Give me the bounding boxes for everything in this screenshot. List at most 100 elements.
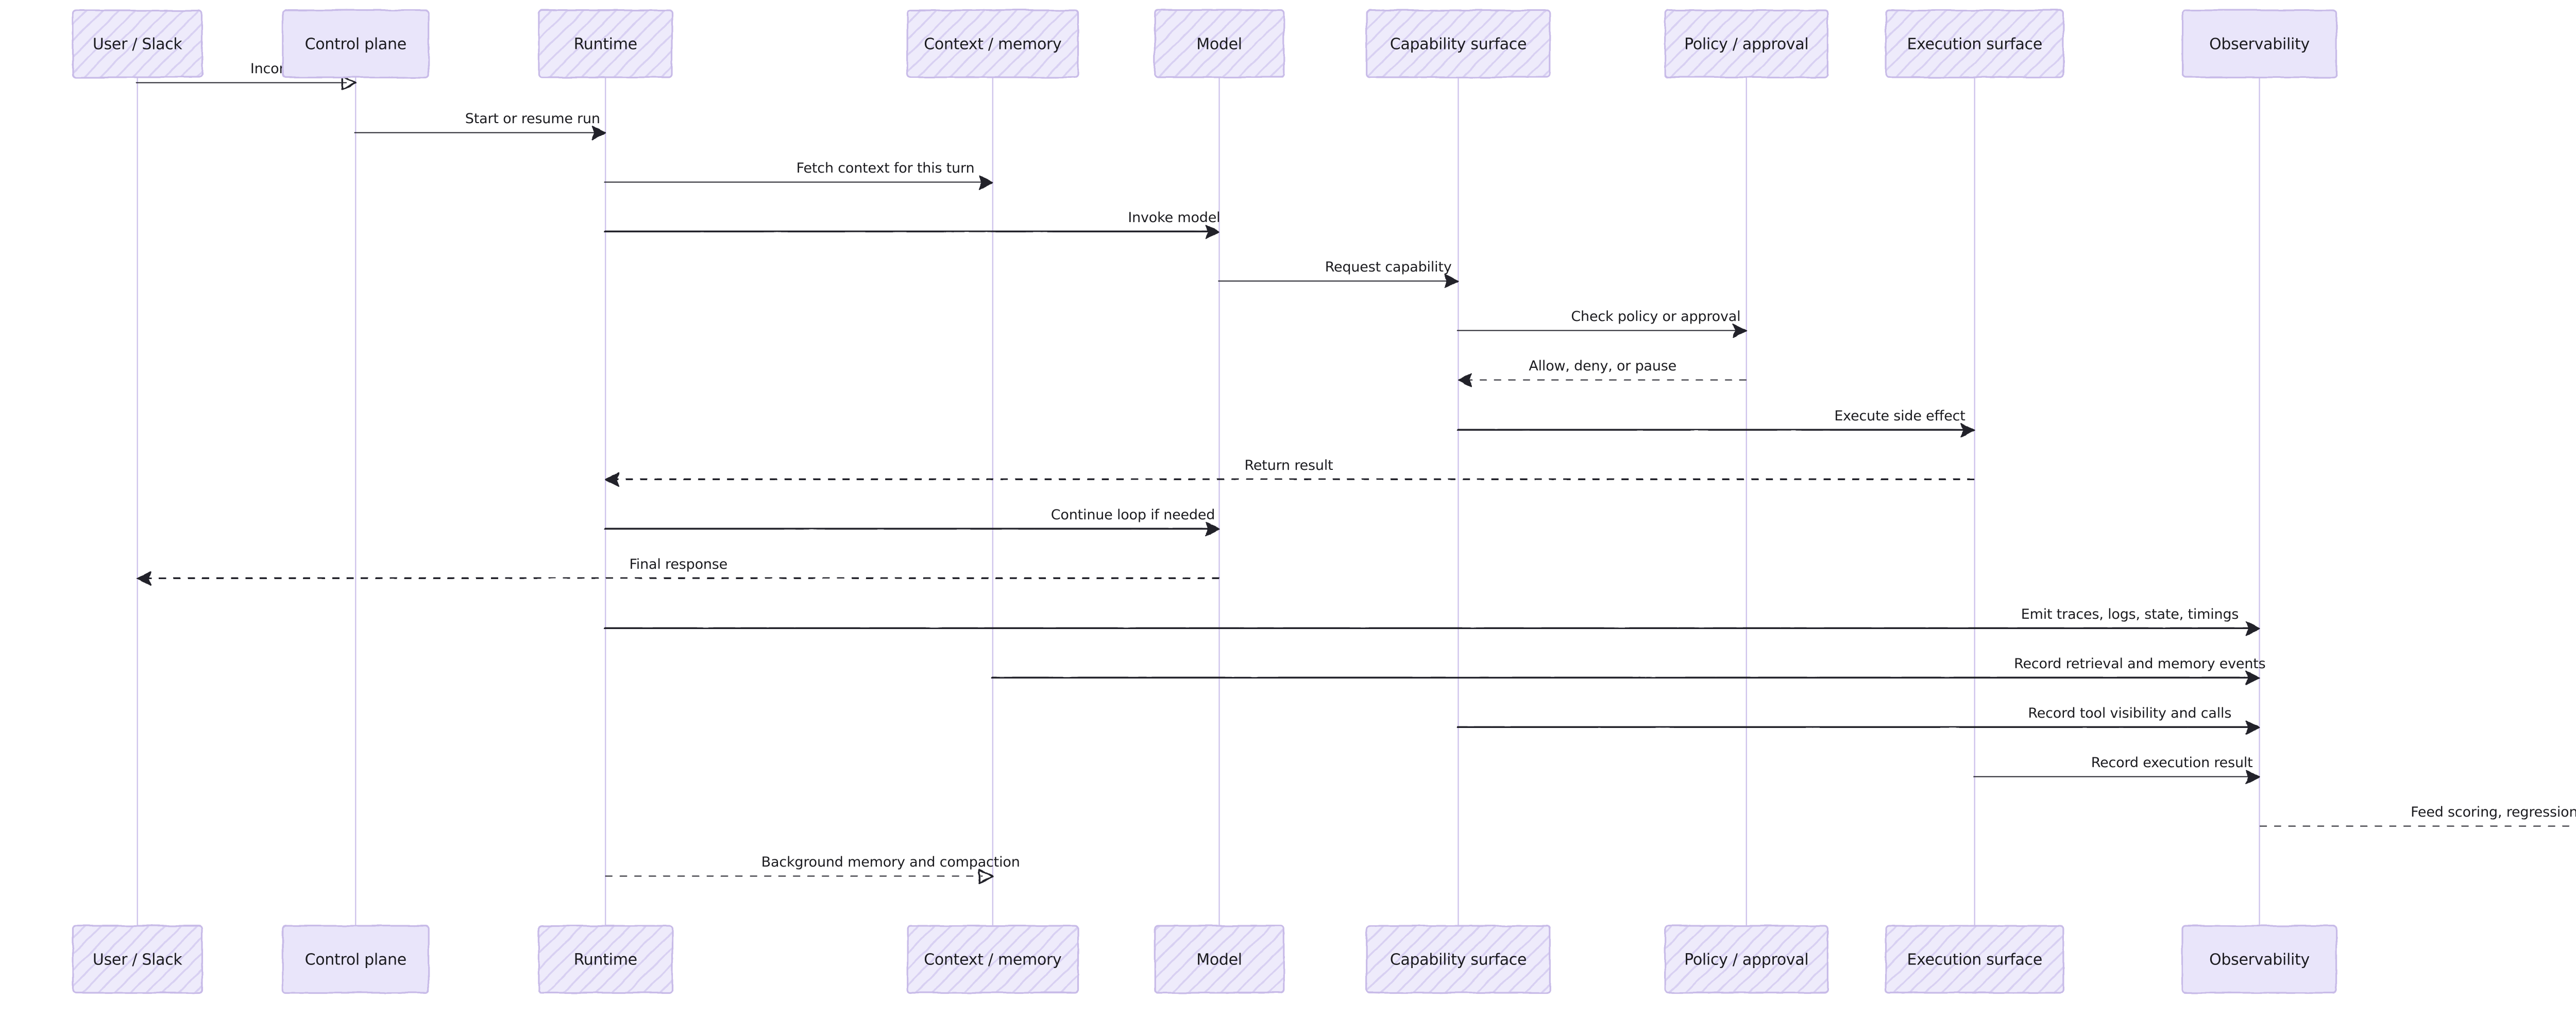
actor-box-shape: [538, 925, 673, 994]
actor-box-shape: [282, 925, 430, 994]
actor-label-capability: Capability surface: [1390, 951, 1527, 969]
message-14[interactable]: Record tool visibility and calls: [1456, 705, 2260, 735]
actor-box-runtime-bottom[interactable]: Runtime: [538, 925, 673, 994]
actor-box-execution-top[interactable]: Execution surface: [1885, 9, 2064, 78]
actor-box-shape: [538, 9, 673, 78]
actor-box-capability-bottom[interactable]: Capability surface: [1366, 925, 1551, 994]
actor-label-model: Model: [1196, 36, 1242, 54]
actor-box-context-top[interactable]: Context / memory: [906, 9, 1079, 78]
arrow-head-10: [1205, 522, 1220, 536]
actor-box-shape: [906, 9, 1079, 78]
message-label-3: Fetch context for this turn: [796, 160, 975, 176]
actor-box-shape: [1885, 925, 2064, 994]
message-line-13: [991, 675, 2251, 680]
actor-box-shape: [72, 9, 203, 78]
message-label-8: Execute side effect: [1834, 408, 1965, 424]
arrow-head-8: [1960, 423, 1975, 437]
actor-label-user: User / Slack: [93, 36, 183, 54]
actor-box-policy-bottom[interactable]: Policy / approval: [1664, 925, 1829, 994]
message-label-15: Record execution result: [2091, 755, 2253, 771]
actor-box-shape: [72, 925, 203, 994]
arrow-head-5: [1444, 274, 1459, 289]
message-label-12: Emit traces, logs, state, timings: [2021, 606, 2239, 622]
actor-box-context-bottom[interactable]: Context / memory: [906, 925, 1079, 994]
message-line-11: [147, 576, 1219, 580]
message-label-17: Background memory and compaction: [761, 854, 1020, 870]
actor-label-control: Control plane: [305, 951, 406, 969]
message-line-4: [604, 229, 1211, 233]
actor-label-runtime: Runtime: [574, 36, 637, 54]
actor-box-shape: [1366, 925, 1551, 994]
actor-box-model-bottom[interactable]: Model: [1154, 925, 1285, 994]
actor-box-shape: [1885, 9, 2064, 78]
arrow-head-3: [978, 175, 993, 190]
actor-box-observe-top[interactable]: Observability: [2181, 9, 2337, 78]
message-line-8: [1456, 428, 1966, 432]
message-label-14: Record tool visibility and calls: [2028, 705, 2231, 721]
arrow-head-2: [591, 126, 606, 140]
message-label-7: Allow, deny, or pause: [1529, 358, 1676, 374]
message-12[interactable]: Emit traces, logs, state, timings: [604, 606, 2260, 636]
message-line-6: [1456, 329, 1738, 332]
actor-box-observe-bottom[interactable]: Observability: [2181, 925, 2337, 994]
actor-label-model: Model: [1196, 951, 1242, 969]
actor-box-shape: [282, 9, 430, 78]
message-3[interactable]: Fetch context for this turn: [604, 160, 993, 190]
message-label-4: Invoke model: [1128, 210, 1220, 226]
arrow-head-7: [1458, 373, 1472, 387]
arrow-head-13: [2245, 671, 2260, 685]
message-8[interactable]: Execute side effect: [1456, 408, 1975, 437]
actor-box-shape: [1366, 9, 1551, 78]
message-7[interactable]: Allow, deny, or pause: [1458, 358, 1747, 387]
actor-box-shape: [1664, 9, 1829, 78]
message-line-1: [135, 81, 347, 84]
actor-box-execution-bottom[interactable]: Execution surface: [1885, 925, 2064, 994]
actor-box-shape: [2181, 925, 2337, 994]
actor-label-policy: Policy / approval: [1684, 951, 1808, 969]
message-16[interactable]: Feed scoring, regression checks, and rev…: [2259, 804, 2576, 833]
arrow-head-9: [605, 472, 620, 487]
message-line-2: [354, 131, 597, 134]
lifelines-group: [137, 77, 2260, 926]
arrow-head-15: [2245, 770, 2260, 784]
actor-box-control-bottom[interactable]: Control plane: [282, 925, 430, 994]
message-label-11: Final response: [629, 556, 727, 572]
message-6[interactable]: Check policy or approval: [1456, 309, 1747, 338]
actor-boxes-top: User / Slack Control plane Runtime Context …: [72, 9, 2337, 78]
actor-box-model-top[interactable]: Model: [1154, 9, 1285, 78]
actor-box-user-top[interactable]: User / Slack: [72, 9, 203, 78]
message-label-16: Feed scoring, regression checks, and rev…: [2411, 804, 2576, 820]
message-2[interactable]: Start or resume run: [354, 111, 606, 140]
actor-box-shape: [1154, 9, 1285, 78]
actor-label-execution: Execution surface: [1907, 36, 2042, 54]
actor-box-runtime-top[interactable]: Runtime: [538, 9, 673, 78]
message-line-14: [1456, 725, 2251, 729]
message-5[interactable]: Request capability: [1217, 259, 1459, 289]
actor-label-user: User / Slack: [93, 951, 183, 969]
actor-box-shape: [1154, 925, 1285, 994]
message-13[interactable]: Record retrieval and memory events: [991, 656, 2266, 685]
actor-box-shape: [2181, 9, 2337, 78]
actor-box-capability-top[interactable]: Capability surface: [1366, 9, 1551, 78]
actor-label-capability: Capability surface: [1390, 36, 1527, 54]
arrow-head-11: [137, 571, 151, 586]
message-label-6: Check policy or approval: [1571, 309, 1740, 325]
actor-box-control-top[interactable]: Control plane: [282, 9, 430, 78]
message-17[interactable]: Background memory and compaction: [605, 854, 1020, 884]
actor-label-observe: Observability: [2209, 951, 2310, 969]
actor-box-user-bottom[interactable]: User / Slack: [72, 925, 203, 994]
message-11[interactable]: Final response: [137, 556, 1219, 586]
actor-box-policy-top[interactable]: Policy / approval: [1664, 9, 1829, 78]
message-15[interactable]: Record execution result: [1973, 755, 2260, 784]
message-10[interactable]: Continue loop if needed: [604, 507, 1220, 536]
message-line-9: [616, 477, 1975, 481]
arrow-head-6: [1732, 324, 1747, 338]
actor-box-shape: [1664, 925, 1829, 994]
message-9[interactable]: Return result: [605, 457, 1975, 487]
arrow-head-4: [1205, 225, 1220, 239]
arrow-head-14: [2245, 720, 2260, 735]
message-4[interactable]: Invoke model: [604, 210, 1221, 239]
